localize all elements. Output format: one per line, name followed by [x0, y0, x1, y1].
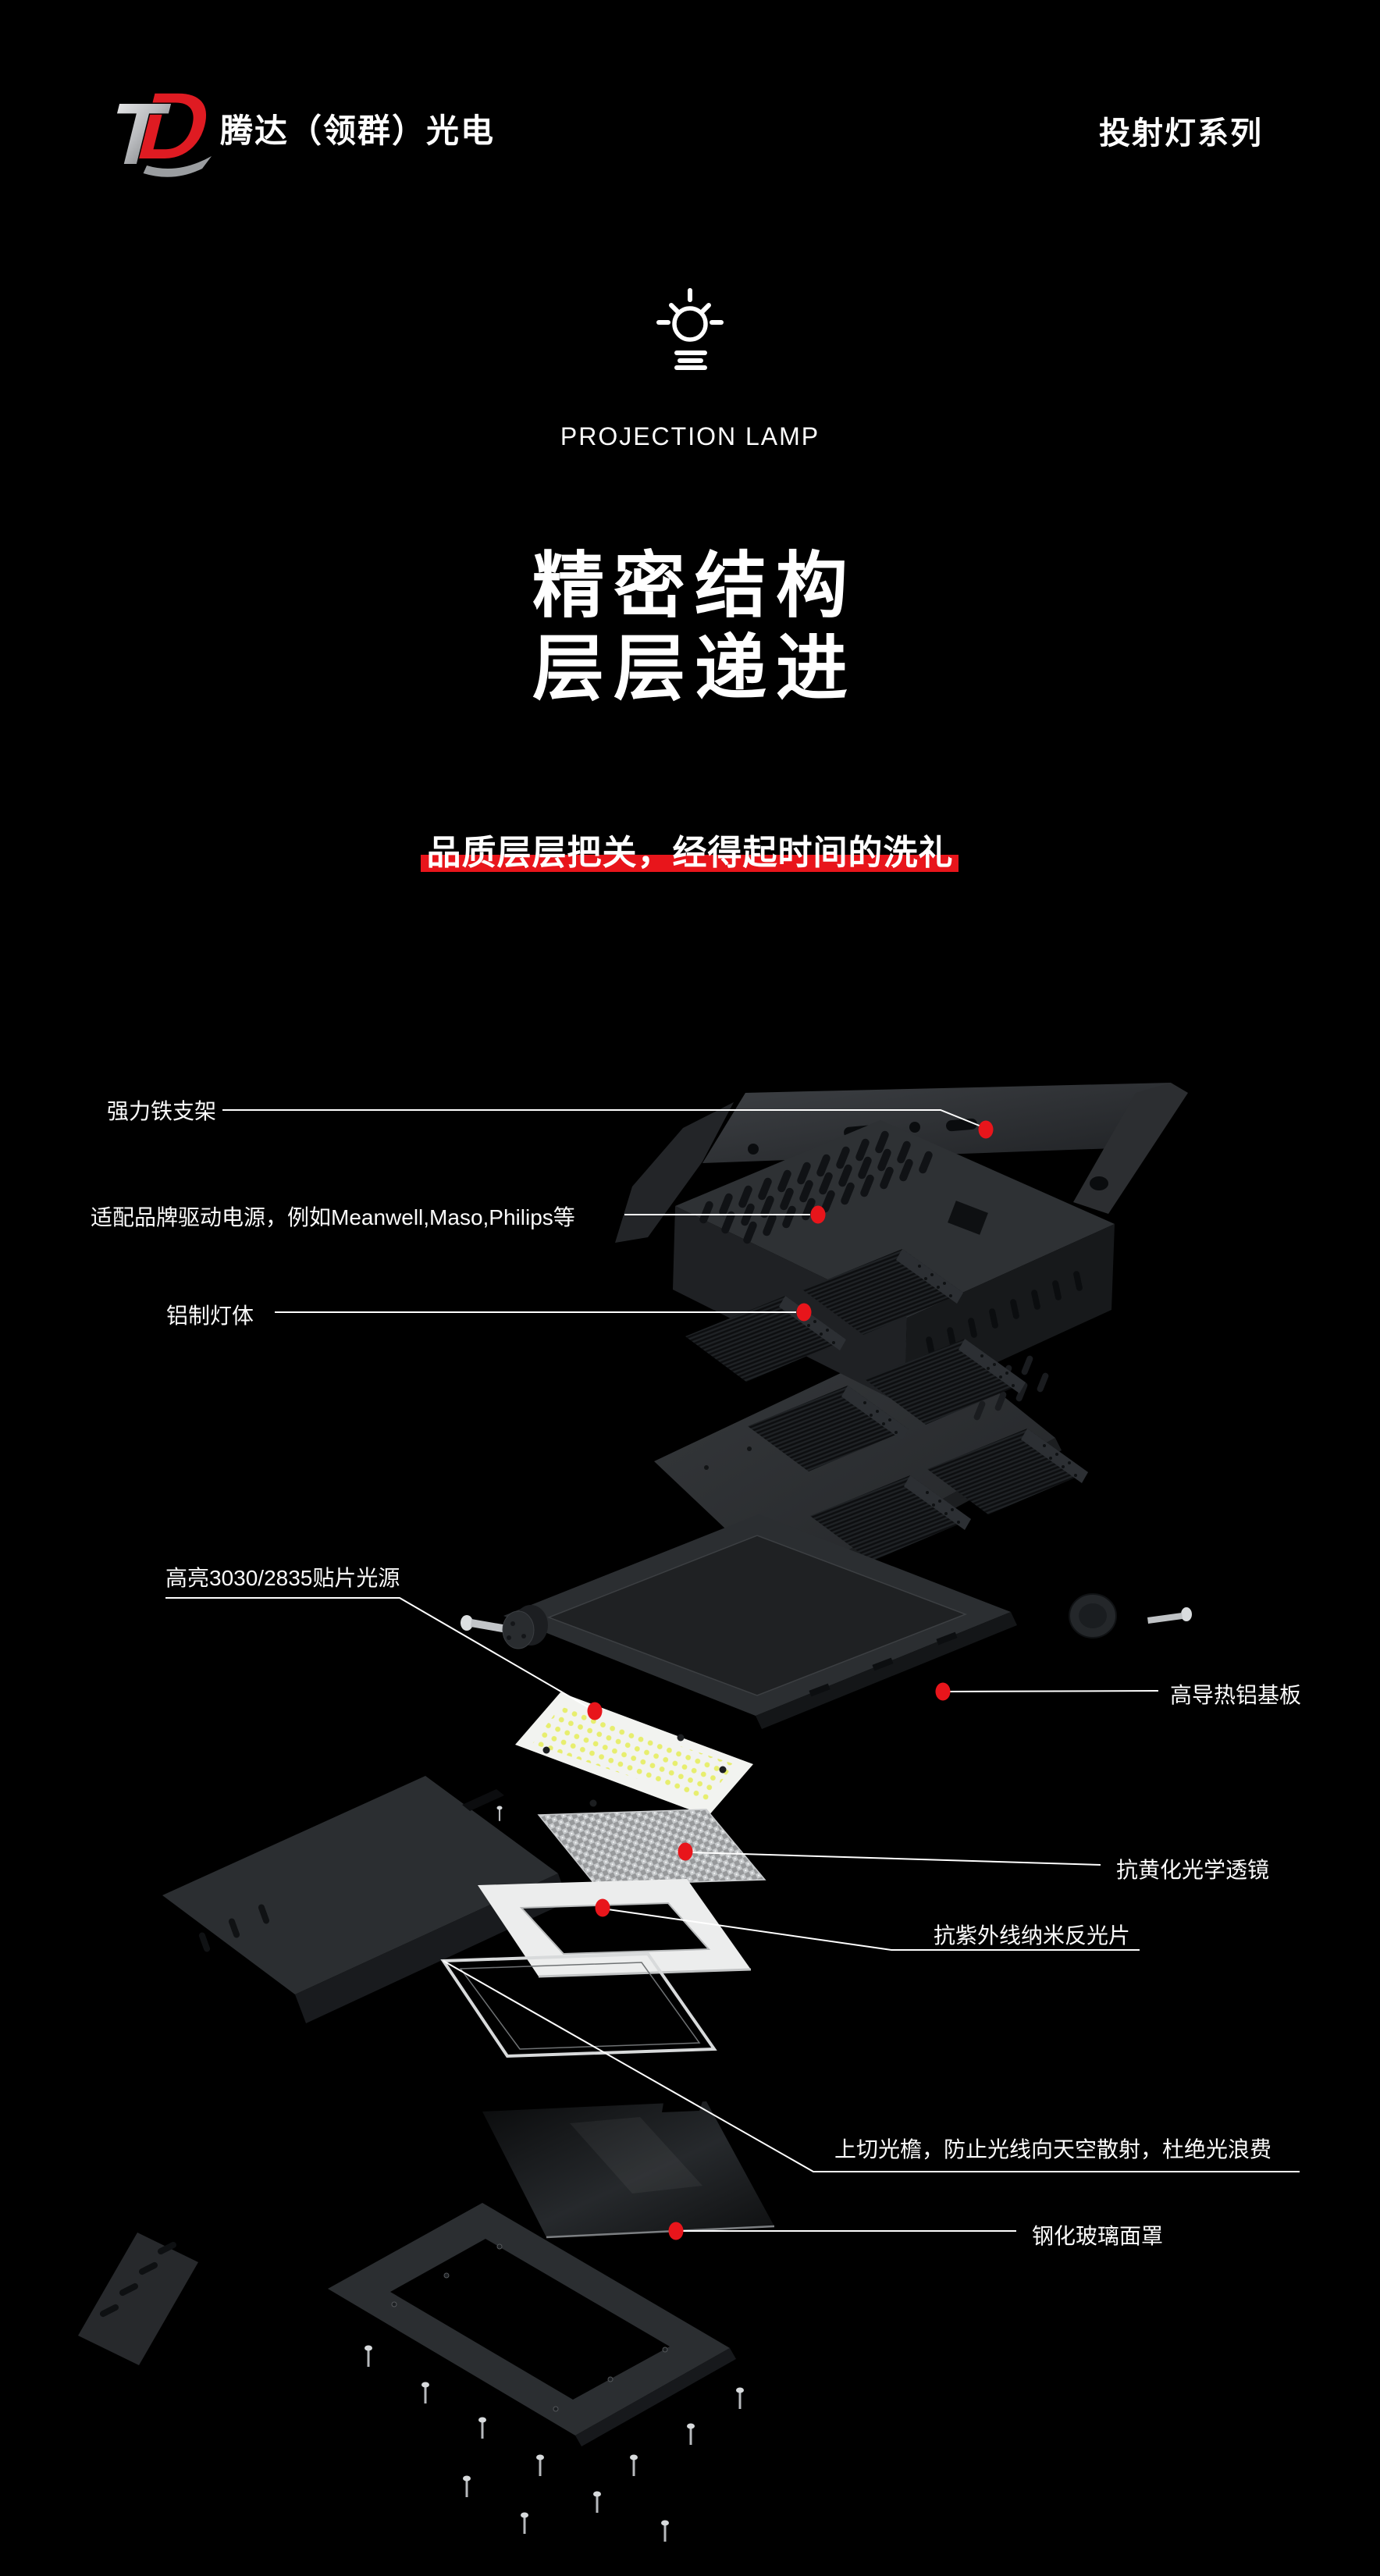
led-board-part — [496, 1692, 753, 1821]
callout-driver: 适配品牌驱动电源，例如Meanwell,Maso,Philips等 — [91, 1205, 575, 1229]
leader-visor — [443, 1960, 1300, 2172]
bracket-part — [615, 1083, 1188, 1243]
bracket-arm-part — [78, 2233, 198, 2365]
dot-housing — [796, 1303, 812, 1322]
brand-title: 腾达（领群）光电 — [220, 112, 496, 149]
leader-led-source — [165, 1597, 590, 1709]
callout-bracket: 强力铁支架 — [107, 1099, 217, 1123]
callout-housing: 铝制灯体 — [166, 1304, 254, 1328]
callout-glass: 钢化玻璃面罩 — [1032, 2224, 1164, 2248]
callout-mcpcb: 高导热铝基板 — [1170, 1683, 1302, 1707]
dot-mcpcb — [935, 1682, 951, 1701]
leader-reflector — [607, 1909, 1140, 1951]
subtitle: 品质层层把关，经得起时间的洗礼 — [420, 824, 959, 874]
subtitle-red-underline — [420, 855, 959, 872]
callout-lens: 抗黄化光学透镜 — [1116, 1858, 1270, 1882]
leader-mcpcb — [948, 1690, 1159, 1692]
lightbulb-icon — [656, 288, 724, 370]
dot-led-source — [587, 1702, 603, 1720]
glass-part — [482, 2101, 775, 2239]
mount-knob-right — [1069, 1593, 1192, 1638]
dot-glass — [668, 2222, 684, 2240]
leader-bracket — [222, 1109, 986, 1129]
dot-reflector — [595, 1898, 610, 1917]
frame-plate-part — [503, 1514, 1017, 1729]
dot-bracket — [978, 1120, 994, 1139]
red-marker-dots — [587, 1120, 994, 2240]
logo-swoosh — [143, 156, 212, 177]
page-title: 精密结构 层层递进 — [0, 545, 1380, 710]
subtitle-wrap: 品质层层把关，经得起时间的洗礼 — [0, 824, 1380, 874]
callout-visor: 上切光檐，防止光线向天空散射，杜绝光浪费 — [834, 2137, 1272, 2161]
eyebrow-text: PROJECTION LAMP — [560, 422, 820, 450]
leader-lens — [691, 1852, 1101, 1866]
dot-lens — [678, 1842, 693, 1861]
page-title-line1: 精密结构 — [532, 546, 857, 626]
visor-ring-part — [440, 1952, 717, 2058]
callout-led-source: 高亮3030/2835贴片光源 — [165, 1566, 400, 1590]
series-title: 投射灯系列 — [1099, 116, 1263, 151]
dot-driver — [810, 1205, 826, 1224]
mount-knob-left — [461, 1605, 548, 1649]
reflector-part — [478, 1879, 752, 1978]
callout-reflector: 抗紫外线纳米反光片 — [934, 1923, 1131, 1948]
page-title-line2: 层层递进 — [532, 629, 857, 709]
brand-logo-icon: D T — [109, 72, 224, 181]
leader-lines — [165, 1109, 1300, 2232]
bottom-frame-part — [328, 2203, 744, 2542]
lens-part — [537, 1809, 766, 1886]
